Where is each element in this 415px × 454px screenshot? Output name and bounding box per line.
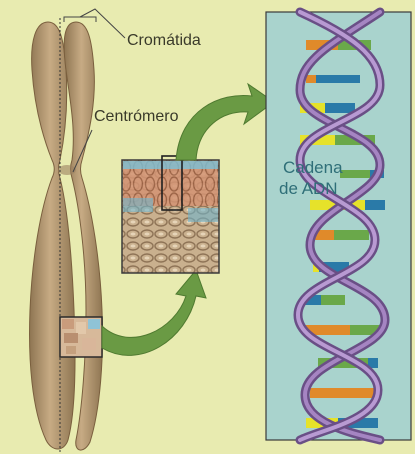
arrow-to-dna: [176, 84, 274, 160]
centromere-constriction: [58, 165, 76, 175]
base-pair: [310, 388, 375, 398]
chromatid-bracket: [64, 17, 96, 22]
chromatid-label: Cromátida: [127, 31, 201, 50]
dna-chain-label-line2: de ADN: [279, 178, 338, 199]
dna-chain-label-line1: Cadena: [283, 157, 343, 178]
arrow-to-chromatin: [102, 270, 206, 355]
base-pair: [340, 170, 370, 178]
base-pair: [306, 75, 316, 83]
centromere-label: Centrómero: [94, 107, 178, 126]
chromatin-fiber-image: [122, 156, 219, 273]
chromosome-zoom-region: [60, 317, 102, 357]
